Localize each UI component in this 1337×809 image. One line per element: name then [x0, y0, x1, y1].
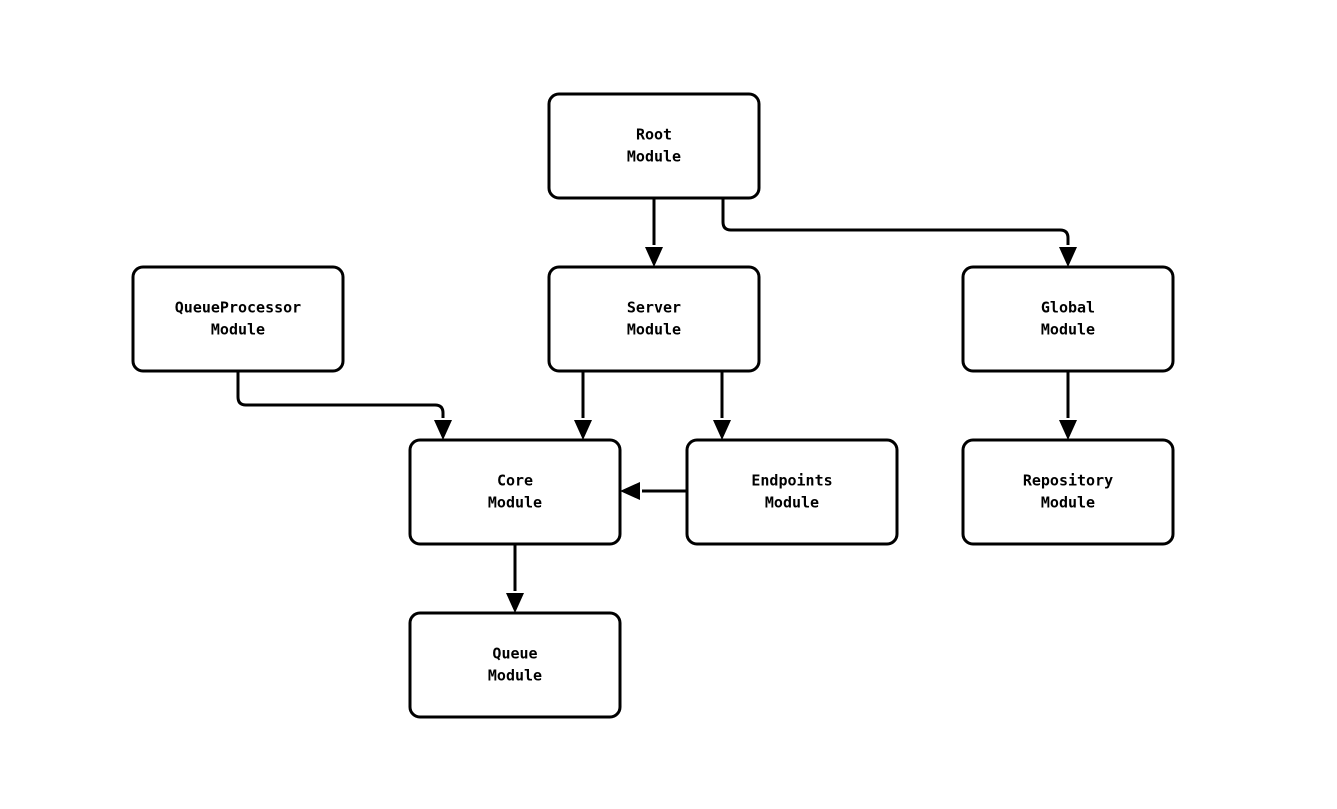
- node-label-line1: Endpoints: [751, 472, 832, 490]
- node-label-line2: Module: [488, 494, 542, 512]
- node-label-line2: Module: [765, 494, 819, 512]
- edge-root-to-server: [645, 197, 663, 267]
- edges-layer: [236, 197, 1077, 613]
- node-box[interactable]: [685, 438, 899, 546]
- node-box[interactable]: [131, 265, 345, 373]
- node-box[interactable]: [408, 611, 622, 719]
- node-label-line1: QueueProcessor: [175, 299, 301, 317]
- node-label-line2: Module: [488, 667, 542, 685]
- edge-arrowhead-icon: [434, 420, 452, 440]
- edge-endpoints-to-core: [620, 482, 687, 500]
- node-box[interactable]: [408, 438, 622, 546]
- edge-global-to-repository: [1059, 371, 1077, 440]
- edge-arrowhead-icon: [713, 420, 731, 440]
- edge-arrowhead-icon: [574, 420, 592, 440]
- edge-core-to-queue: [506, 543, 524, 613]
- node-label-line1: Repository: [1023, 472, 1113, 490]
- node-box[interactable]: [547, 92, 761, 200]
- nodes-layer: RootModuleQueueProcessorModuleServerModu…: [131, 92, 1175, 719]
- node-label-line2: Module: [627, 321, 681, 339]
- node-label-line1: Server: [627, 299, 681, 317]
- node-label-line2: Module: [1041, 321, 1095, 339]
- edge-server-to-core: [574, 371, 592, 440]
- edge-line: [721, 197, 1070, 245]
- node-label-line2: Module: [1041, 494, 1095, 512]
- edge-arrowhead-icon: [645, 247, 663, 267]
- edge-line: [236, 371, 445, 418]
- node-box[interactable]: [961, 438, 1175, 546]
- node-label-line2: Module: [211, 321, 265, 339]
- edge-server-to-endpoints: [713, 371, 731, 440]
- edge-queueprocessor-to-core: [236, 371, 452, 440]
- node-label-line2: Module: [627, 148, 681, 166]
- node-label-line1: Core: [497, 472, 533, 490]
- edge-root-to-global: [721, 197, 1077, 267]
- edge-arrowhead-icon: [506, 593, 524, 613]
- node-label-line1: Global: [1041, 299, 1095, 317]
- node-box[interactable]: [961, 265, 1175, 373]
- node-label-line1: Queue: [492, 645, 537, 663]
- edge-arrowhead-icon: [1059, 420, 1077, 440]
- node-label-line1: Root: [636, 126, 672, 144]
- node-box[interactable]: [547, 265, 761, 373]
- edge-arrowhead-icon: [1059, 247, 1077, 267]
- edge-arrowhead-icon: [620, 482, 640, 500]
